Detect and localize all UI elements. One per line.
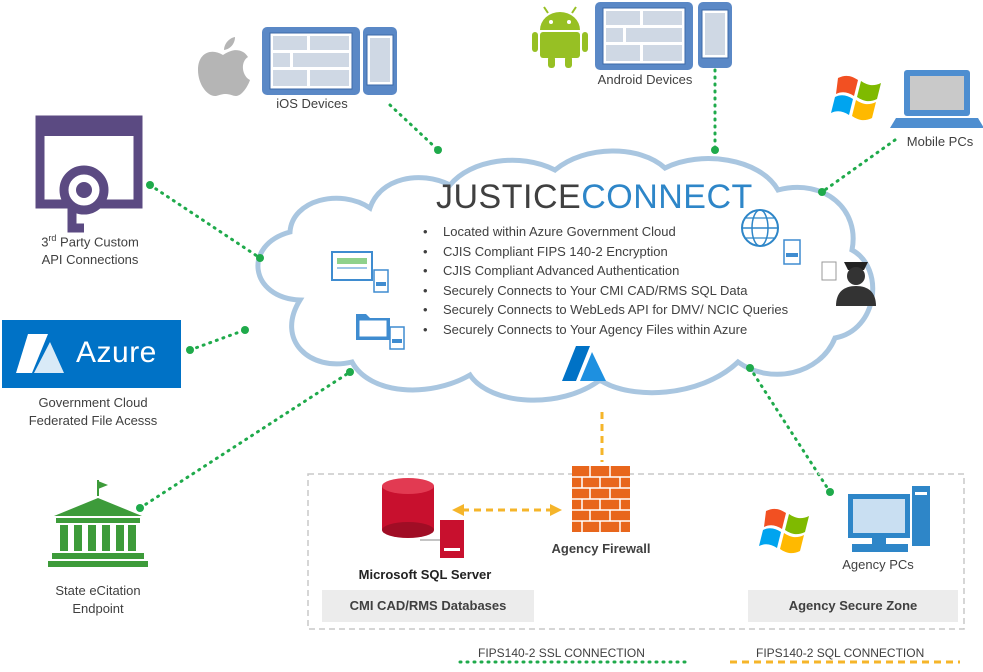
azure-logo-text: Azure (76, 336, 157, 369)
justiceconnect-title: JUSTICECONNECT (436, 178, 753, 217)
android-devices-label: Android Devices (597, 72, 693, 87)
legend-ssl-label: FIPS140-2 SSL CONNECTION (478, 646, 645, 660)
ssl-connection-lines (138, 68, 897, 510)
legend-sql-label: FIPS140-2 SQL CONNECTION (756, 646, 925, 660)
agency-pcs-label: Agency PCs (842, 557, 914, 572)
android-tablet-icon (595, 2, 693, 70)
feature-item: CJIS Compliant Advanced Authentication (423, 261, 788, 281)
secure-zone-box: Agency Secure Zone (748, 590, 958, 622)
arrow-left-icon (452, 504, 464, 516)
android-phone-icon (698, 2, 732, 68)
secure-zone-border (307, 473, 965, 630)
title-part-justice: JUSTICE (436, 178, 582, 216)
azure-a-logo-icon (562, 346, 606, 381)
ios-phone-icon (363, 27, 397, 95)
databases-zone-box: CMI CAD/RMS Databases (322, 590, 534, 622)
courthouse-icon (48, 480, 148, 567)
ssl-line-api (148, 183, 262, 260)
arrow-right-icon (550, 504, 562, 516)
folder-icon (356, 314, 405, 350)
apple-logo-icon (198, 37, 250, 97)
feature-list: Located within Azure Government Cloud CJ… (423, 222, 788, 339)
api-connection-icon (35, 115, 143, 233)
certificate-icon (331, 251, 389, 293)
ssl-line-ecitation (138, 370, 352, 510)
feature-item: Securely Connects to Your CMI CAD/RMS SQ… (423, 281, 788, 301)
api-label-rest: Party Custom (56, 234, 139, 250)
android-logo-icon (532, 6, 588, 68)
feature-item: Securely Connects to Your Agency Files w… (423, 320, 788, 340)
ecitation-label-line1: State eCitation (55, 583, 141, 598)
agency-firewall-label: Agency Firewall (551, 541, 651, 556)
ssl-line-azure (188, 328, 247, 352)
ecitation-label-line2: Endpoint (72, 601, 124, 616)
mobile-pcs-label: Mobile PCs (906, 134, 974, 149)
title-part-connect: CONNECT (581, 178, 753, 216)
laptop-icon (890, 70, 983, 128)
api-label-line2: API Connections (41, 252, 139, 268)
api-connections-label: 3rd Party Custom API Connections (10, 229, 170, 269)
azure-logo-box (2, 320, 181, 388)
windows-logo-icon (831, 75, 881, 121)
sql-connection-lines (462, 412, 604, 512)
feature-item: CJIS Compliant FIPS 140-2 Encryption (423, 242, 788, 262)
police-officer-icon (821, 261, 876, 306)
server-icon (420, 520, 464, 558)
ssl-line-mobile-pcs (820, 138, 897, 194)
azure-label: Government Cloud Federated File Acesss (4, 394, 182, 430)
sql-server-label: Microsoft SQL Server (358, 567, 492, 582)
windows-logo-agency-icon (759, 508, 809, 554)
feature-item: Securely Connects to WebLeds API for DMV… (423, 300, 788, 320)
ios-tablet-icon (262, 27, 360, 95)
firewall-icon (572, 466, 630, 532)
api-label-prefix: 3 (41, 234, 49, 250)
ssl-endpoints (136, 146, 834, 512)
api-label-sup: rd (48, 233, 57, 243)
azure-label-line2: Federated File Acesss (28, 413, 158, 428)
azure-label-line1: Government Cloud (38, 395, 148, 410)
desktop-pc-icon (848, 486, 930, 552)
ecitation-label: State eCitation Endpoint (18, 582, 178, 618)
ssl-line-ios (388, 103, 440, 152)
ios-devices-label: iOS Devices (276, 96, 348, 111)
feature-item: Located within Azure Government Cloud (423, 222, 788, 242)
database-icon (382, 478, 434, 538)
